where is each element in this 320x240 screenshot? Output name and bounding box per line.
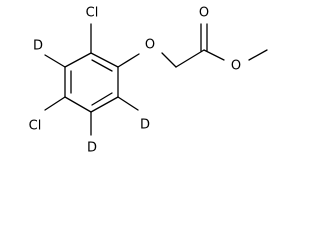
bond-ring-to-d-right bbox=[117, 96, 139, 111]
atom-label-d-bottom: D bbox=[87, 141, 97, 156]
ring-bond-c6-c1 bbox=[64, 52, 92, 68]
bond-ch2-to-carbonyl-c bbox=[175, 49, 205, 68]
atom-label-cl-top: Cl bbox=[86, 6, 99, 21]
bond-ring-to-d-top-left bbox=[44, 54, 66, 68]
atom-label-ether-o: O bbox=[145, 38, 155, 53]
atom-label-d-right: D bbox=[140, 118, 150, 133]
atom-label-cl-left: Cl bbox=[29, 119, 42, 134]
bond-ring-to-cl-left bbox=[44, 96, 66, 111]
bond-carbonyl-c-to-ester-o bbox=[203, 49, 225, 61]
chemical-structure-diagram: Cl D Cl D D O O O bbox=[29, 6, 268, 156]
ring-bond-c3-c4 bbox=[90, 96, 119, 113]
benzene-ring bbox=[64, 52, 119, 113]
ring-bond-c1-c2 bbox=[90, 52, 119, 68]
atom-label-ester-o: O bbox=[231, 59, 241, 74]
bond-ring-to-ether-o bbox=[117, 53, 140, 68]
ring-double-bond-c3-c4 bbox=[91, 92, 113, 106]
atom-label-carbonyl-o: O bbox=[199, 6, 209, 21]
bond-ester-o-to-methyl bbox=[248, 49, 268, 61]
atom-label-d-top-left: D bbox=[33, 39, 43, 54]
ring-bond-c4-c5 bbox=[64, 96, 92, 113]
ring-double-bond-c1-c2 bbox=[91, 59, 113, 72]
bond-ether-o-to-ch2 bbox=[161, 52, 177, 68]
